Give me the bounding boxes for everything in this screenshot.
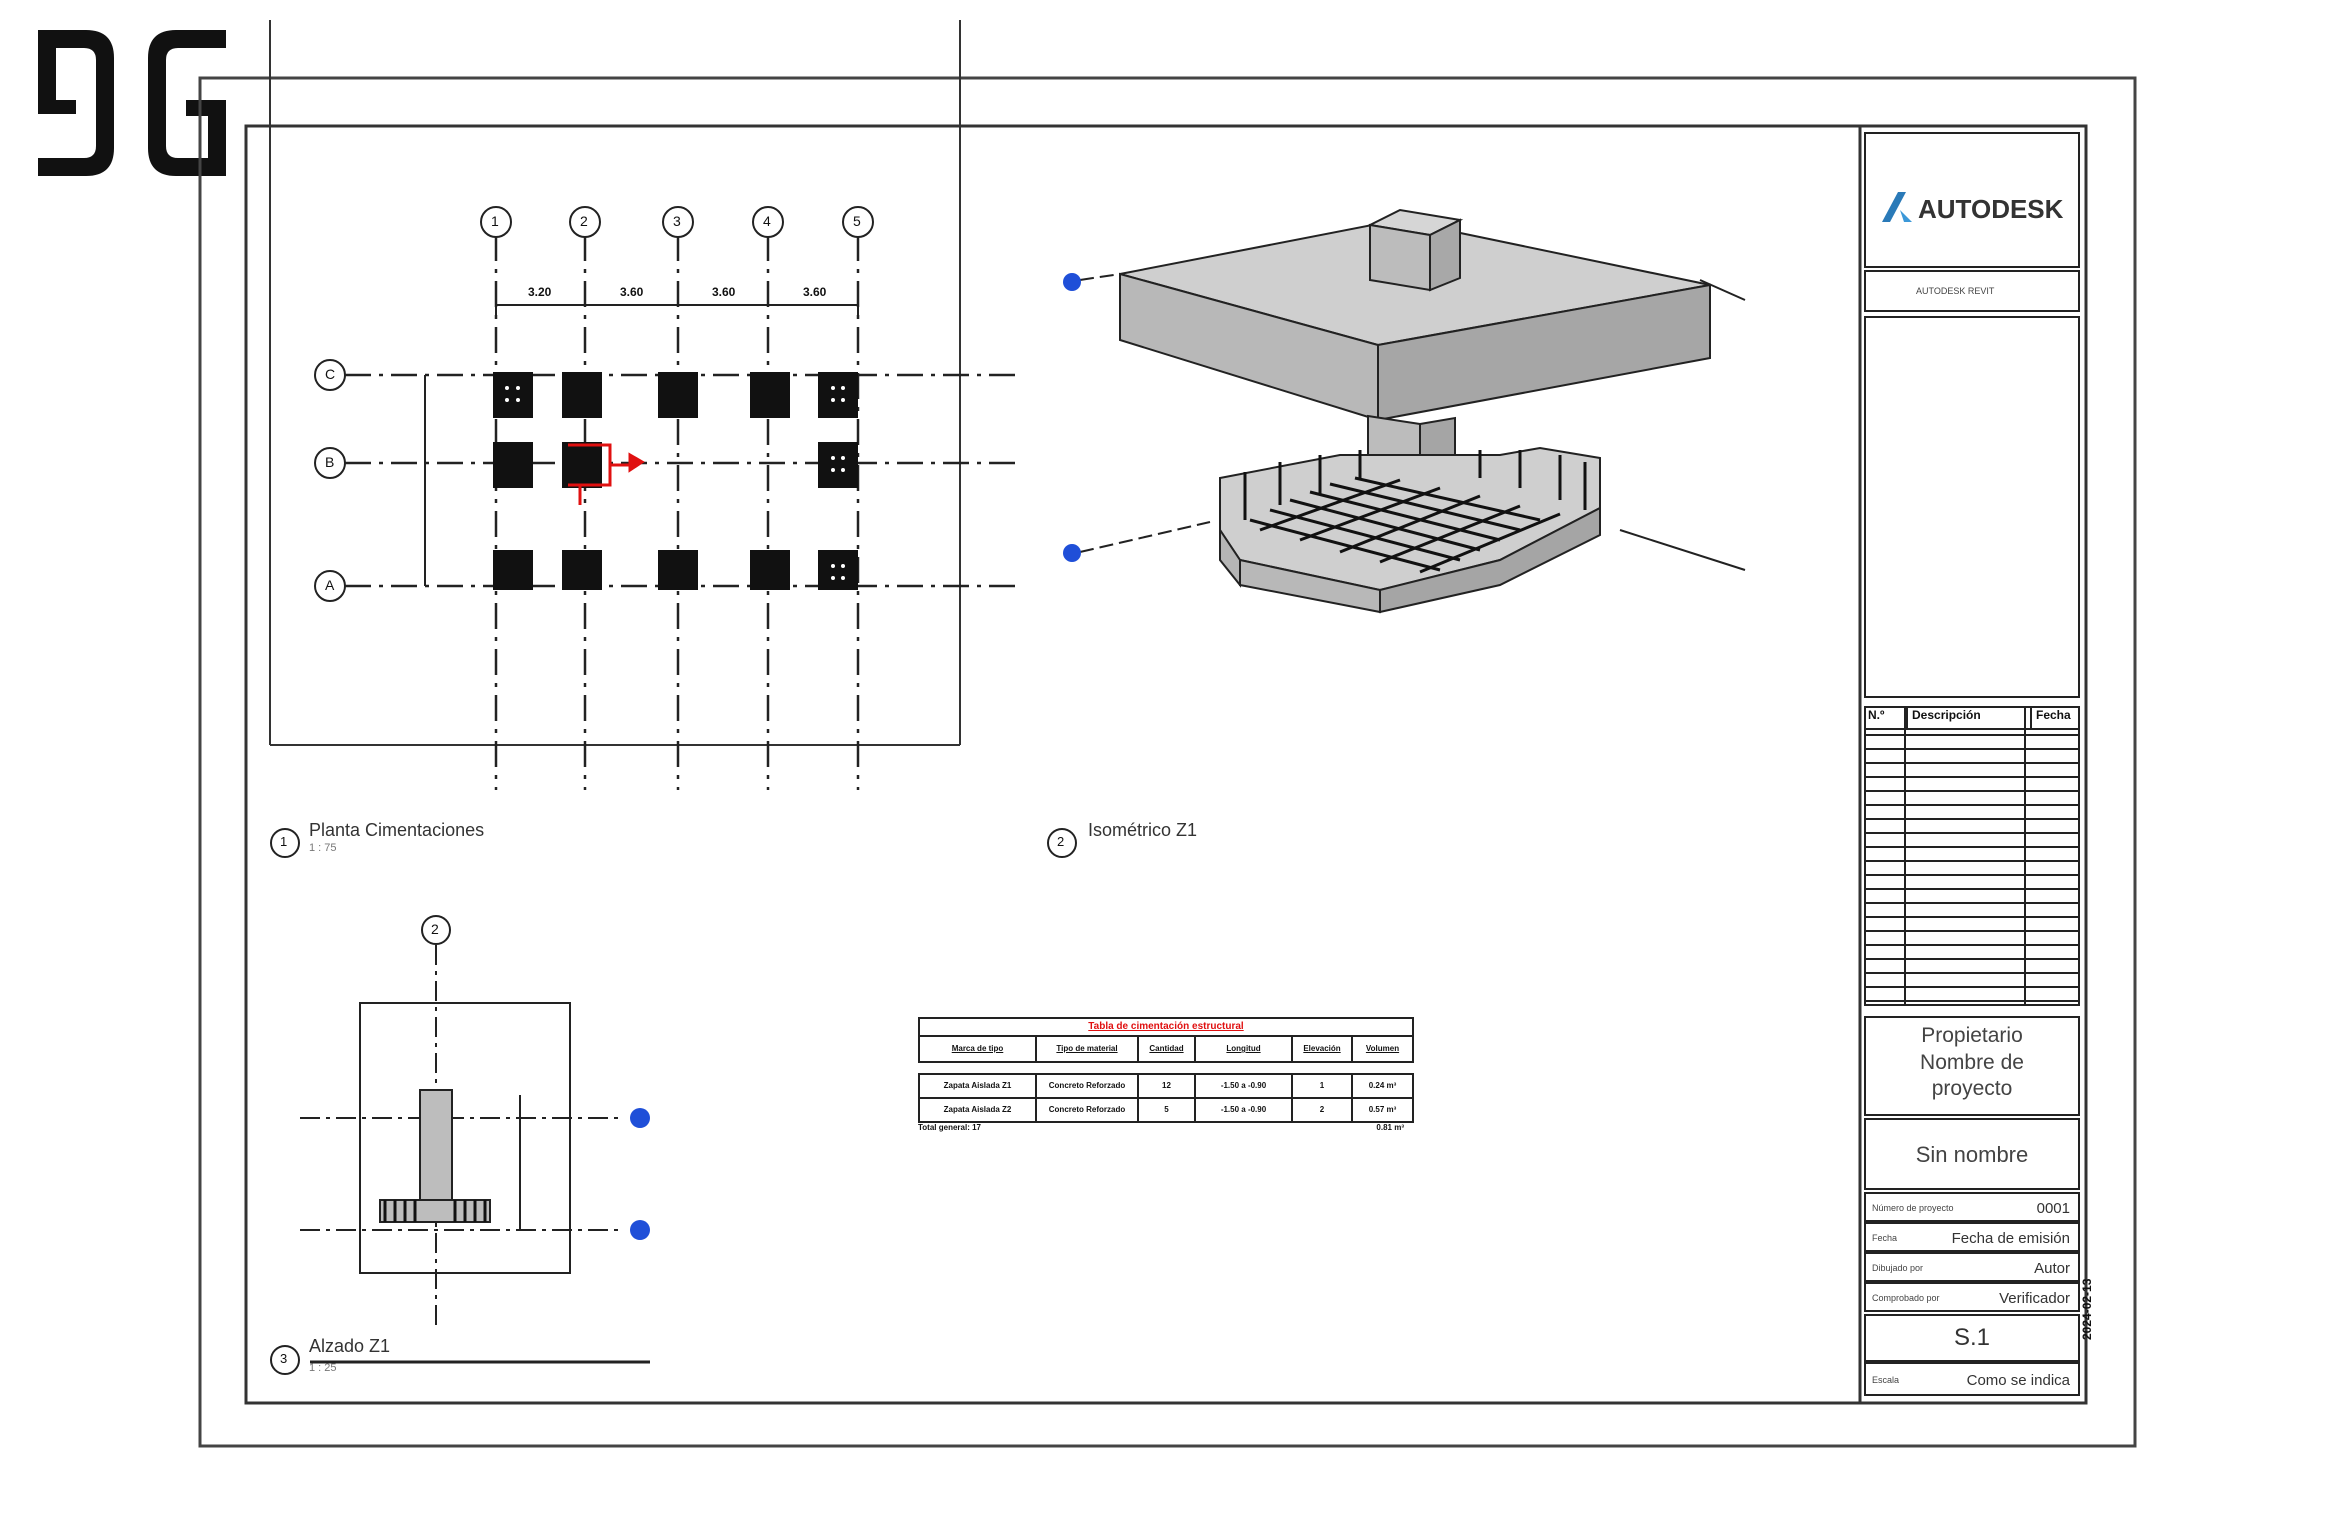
schedule-header: Marca de tipo: [920, 1037, 1037, 1061]
sheet-number: S.1: [1953, 1324, 1991, 1351]
schedule-header: Elevación: [1293, 1037, 1353, 1061]
elev-grid-label: 2: [431, 921, 439, 937]
revision-header-date: Fecha: [2036, 708, 2071, 722]
view-number-2: 2: [1057, 834, 1065, 849]
owner: Propietario: [1921, 1024, 2023, 1047]
view-scale-1: 1 : 75: [309, 842, 337, 854]
dimension-2: 3.60: [620, 285, 644, 299]
consultants-box: [1864, 316, 2080, 698]
dimension-1: 3.20: [528, 285, 552, 299]
side-date: 2024-02-13: [2080, 1278, 2094, 1340]
field-scale: Escala Como se indica: [1864, 1362, 2080, 1396]
schedule-header: Cantidad: [1139, 1037, 1196, 1061]
autodesk-sub-box: AUTODESK REVIT: [1864, 270, 2080, 312]
revision-header-desc: Descripción: [1908, 708, 2032, 728]
schedule-cell: Concreto Reforzado: [1037, 1075, 1139, 1097]
field-project-number: Número de proyecto 0001: [1864, 1192, 2080, 1222]
sheet-name-box: Sin nombre: [1864, 1118, 2080, 1190]
autodesk-logo-box: AUTODESK: [1864, 132, 2080, 268]
schedule-title: Tabla de cimentación estructural: [918, 1017, 1414, 1037]
schedule-cell: -1.50 a -0.90: [1196, 1075, 1293, 1097]
grid-label-4: 4: [763, 213, 771, 229]
schedule-cell: 2: [1293, 1099, 1353, 1121]
view-number-3: 3: [280, 1351, 288, 1366]
grid-label-a: A: [325, 577, 335, 593]
plan-footings: [493, 372, 858, 590]
view-title-1: Planta Cimentaciones: [309, 820, 485, 840]
schedule-cell: 0.57 m³: [1368, 1105, 1397, 1114]
sheet-name: Sin nombre: [1915, 1142, 2029, 1167]
project-info-box: Propietario Nombre de proyecto: [1864, 1016, 2080, 1116]
view-number-1: 1: [280, 834, 288, 849]
plan-view: [345, 235, 1020, 790]
view-scale-3: 1 : 25: [309, 1362, 337, 1374]
schedule-cell: 0.24 m³: [1368, 1081, 1397, 1090]
field-checked-by: Comprobado por Verificador: [1864, 1282, 2080, 1312]
revision-table: N.º Descripción Fecha: [1864, 706, 2080, 1006]
autodesk-logo-icon: [1882, 192, 1912, 222]
grid-label-c: C: [325, 366, 336, 382]
schedule-header: Tipo de material: [1037, 1037, 1139, 1061]
grid-label-2: 2: [580, 213, 588, 229]
schedule-cell: Zapata Aislada Z1: [920, 1075, 1037, 1097]
section-marker: [568, 443, 645, 505]
dg-logo: [38, 30, 226, 176]
schedule-row: Zapata Aislada Z1 Concreto Reforzado 12 …: [918, 1073, 1414, 1099]
grid-label-3: 3: [673, 213, 681, 229]
sheet-number-box: S.1: [1864, 1314, 2080, 1362]
schedule-header: Longitud: [1196, 1037, 1293, 1061]
field-drawn-by: Dibujado por Autor: [1864, 1252, 2080, 1282]
schedule-cell: -1.50 a -0.90: [1196, 1099, 1293, 1121]
schedule-header: Volumen: [1365, 1044, 1400, 1053]
schedule-cell: Concreto Reforzado: [1037, 1099, 1139, 1121]
isometric-view: [1079, 208, 1746, 614]
schedule-header-row: Marca de tipo Tipo de material Cantidad …: [918, 1037, 1414, 1063]
grid-label-b: B: [325, 454, 335, 470]
elevation-view: [300, 945, 650, 1364]
schedule-row: Zapata Aislada Z2 Concreto Reforzado 5 -…: [918, 1099, 1414, 1123]
schedule-total: Total general: 17 0.81 m³: [918, 1123, 1414, 1132]
project-name: Nombre de proyecto: [1920, 1051, 2024, 1100]
grid-label-1: 1: [491, 213, 499, 229]
schedule-cell: 5: [1139, 1099, 1196, 1121]
dimension-3: 3.60: [712, 285, 736, 299]
autodesk-wordmark: AUTODESK: [1918, 194, 2064, 224]
revision-header-no: N.º: [1866, 708, 1908, 728]
schedule-total-value: 0.81 m³: [1376, 1123, 1404, 1132]
field-date: Fecha Fecha de emisión: [1864, 1222, 2080, 1252]
schedule-cell: Zapata Aislada Z2: [920, 1099, 1037, 1121]
schedule-cell: 12: [1139, 1075, 1196, 1097]
schedule-total-label: Total general: 17: [918, 1123, 981, 1132]
schedule-table: Tabla de cimentación estructural Marca d…: [918, 1017, 1414, 1132]
view-title-2: Isométrico Z1: [1088, 820, 1198, 840]
grid-label-5: 5: [853, 213, 861, 229]
dimension-4: 3.60: [803, 285, 827, 299]
schedule-cell: 1: [1293, 1075, 1353, 1097]
view-title-3: Alzado Z1: [309, 1336, 391, 1356]
